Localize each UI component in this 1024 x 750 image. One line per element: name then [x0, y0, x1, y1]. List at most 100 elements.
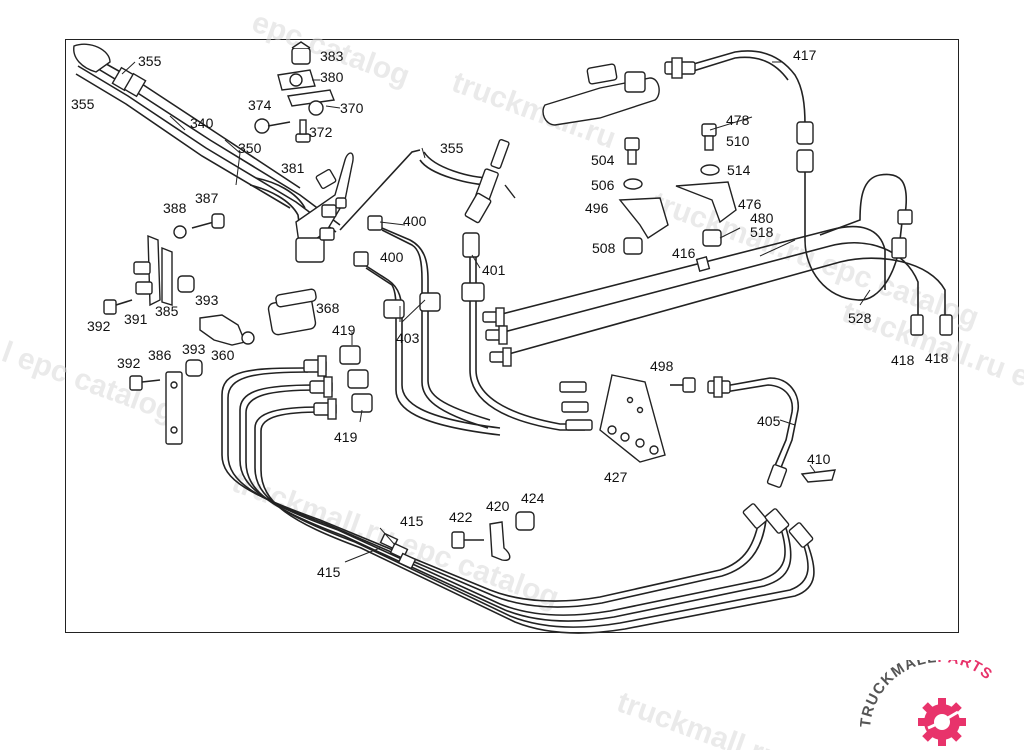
pipe-union [796, 149, 814, 173]
label-350: 350 [238, 140, 262, 156]
clip-assembly-420 [451, 511, 535, 562]
label-496: 496 [585, 200, 609, 216]
label-514: 514 [727, 162, 751, 178]
label-480: 480 [750, 210, 774, 226]
gear-icon [918, 698, 966, 746]
pipe-union [766, 464, 788, 488]
nut-424 [515, 511, 535, 531]
label-340: 340 [190, 115, 214, 131]
watermark: truckmall.ru [613, 686, 786, 750]
fitting-nut [939, 314, 953, 336]
screw-387 [173, 213, 225, 239]
fitting-nut [485, 325, 508, 345]
label-392: 392 [117, 355, 141, 371]
plate-386 [129, 359, 203, 445]
fitting-nut [664, 57, 696, 79]
label-506: 506 [591, 177, 615, 193]
label-410: 410 [807, 451, 831, 467]
fitting-nut [910, 314, 924, 336]
brake-line-340-bundle [73, 43, 341, 233]
bracket-370 [287, 89, 335, 107]
label-415: 415 [317, 564, 341, 580]
pipe-grommet [461, 282, 485, 302]
label-424: 424 [521, 490, 545, 506]
brake-line-415-group [221, 355, 815, 634]
label-372: 372 [309, 124, 333, 140]
label-400: 400 [403, 213, 427, 229]
bracket-385 [103, 234, 195, 315]
screw-392 [129, 375, 161, 391]
label-498: 498 [650, 358, 674, 374]
line-355-valve [339, 138, 516, 231]
washer-506 [623, 178, 643, 190]
label-418: 418 [925, 350, 949, 366]
fitting-nut [309, 376, 333, 398]
label-416: 416 [672, 245, 696, 261]
pipe-union [796, 121, 814, 145]
clip-410 [800, 469, 836, 483]
label-381: 381 [281, 160, 305, 176]
label-392: 392 [87, 318, 111, 334]
fitting-nut [891, 237, 907, 259]
brake-valve-381 [295, 152, 354, 263]
label-360: 360 [211, 347, 235, 363]
diagram-frame [65, 39, 959, 633]
part-labels: 355 355 340 350 374 372 383 380 370 381 … [71, 47, 949, 580]
logo-text-accent: PARTS [937, 660, 995, 684]
label-427: 427 [604, 469, 628, 485]
leader-lines [121, 61, 871, 563]
label-401: 401 [482, 262, 506, 278]
screw-498 [670, 377, 696, 393]
union-nut-419 [339, 345, 373, 413]
label-355: 355 [71, 96, 95, 112]
fitting-nut [313, 398, 337, 420]
bracket-assembly-496 [618, 123, 737, 255]
fitting-nut [353, 251, 369, 267]
label-355: 355 [138, 53, 162, 69]
brake-chamber-368 [199, 288, 317, 346]
fitting-nut [303, 355, 327, 377]
relay-valve [542, 63, 660, 126]
bolt-478 [701, 123, 717, 151]
nut-480 [702, 229, 722, 247]
washer-514 [700, 164, 720, 176]
label-403: 403 [396, 330, 420, 346]
screw-392 [103, 299, 133, 315]
clamp-assembly-380 [254, 41, 335, 143]
nut-508 [623, 237, 643, 255]
label-419: 419 [334, 429, 358, 445]
label-370: 370 [340, 100, 364, 116]
label-400: 400 [380, 249, 404, 265]
label-368: 368 [316, 300, 340, 316]
label-510: 510 [726, 133, 750, 149]
truckmall-parts-logo: TRUCKMALLPARTS [860, 660, 995, 746]
label-393: 393 [182, 341, 206, 357]
label-385: 385 [155, 303, 179, 319]
label-355: 355 [440, 140, 464, 156]
label-419: 419 [332, 322, 356, 338]
pipe-union [397, 552, 417, 570]
label-374: 374 [248, 97, 272, 113]
fitting-nut [742, 503, 768, 529]
label-386: 386 [148, 347, 172, 363]
label-417: 417 [793, 47, 817, 63]
bolt-372 [295, 119, 311, 143]
label-418: 418 [891, 352, 915, 368]
label-388: 388 [163, 200, 187, 216]
fitting-nut [707, 376, 731, 398]
nut-393 [177, 275, 195, 293]
watermark-layer: epc catalog truckmall.ru truckmall.ru ep… [0, 6, 1024, 750]
brake-line-400-group [353, 215, 585, 436]
label-504: 504 [591, 152, 615, 168]
nut-393 [185, 359, 203, 377]
brake-line-417-group [664, 50, 814, 173]
fitting-nut [367, 215, 383, 231]
label-478: 478 [726, 112, 750, 128]
label-528: 528 [848, 310, 872, 326]
bolt-504 [624, 137, 640, 165]
label-405: 405 [757, 413, 781, 429]
label-380: 380 [320, 69, 344, 85]
label-415: 415 [400, 513, 424, 529]
label-476: 476 [738, 196, 762, 212]
fitting-nut [788, 522, 814, 548]
